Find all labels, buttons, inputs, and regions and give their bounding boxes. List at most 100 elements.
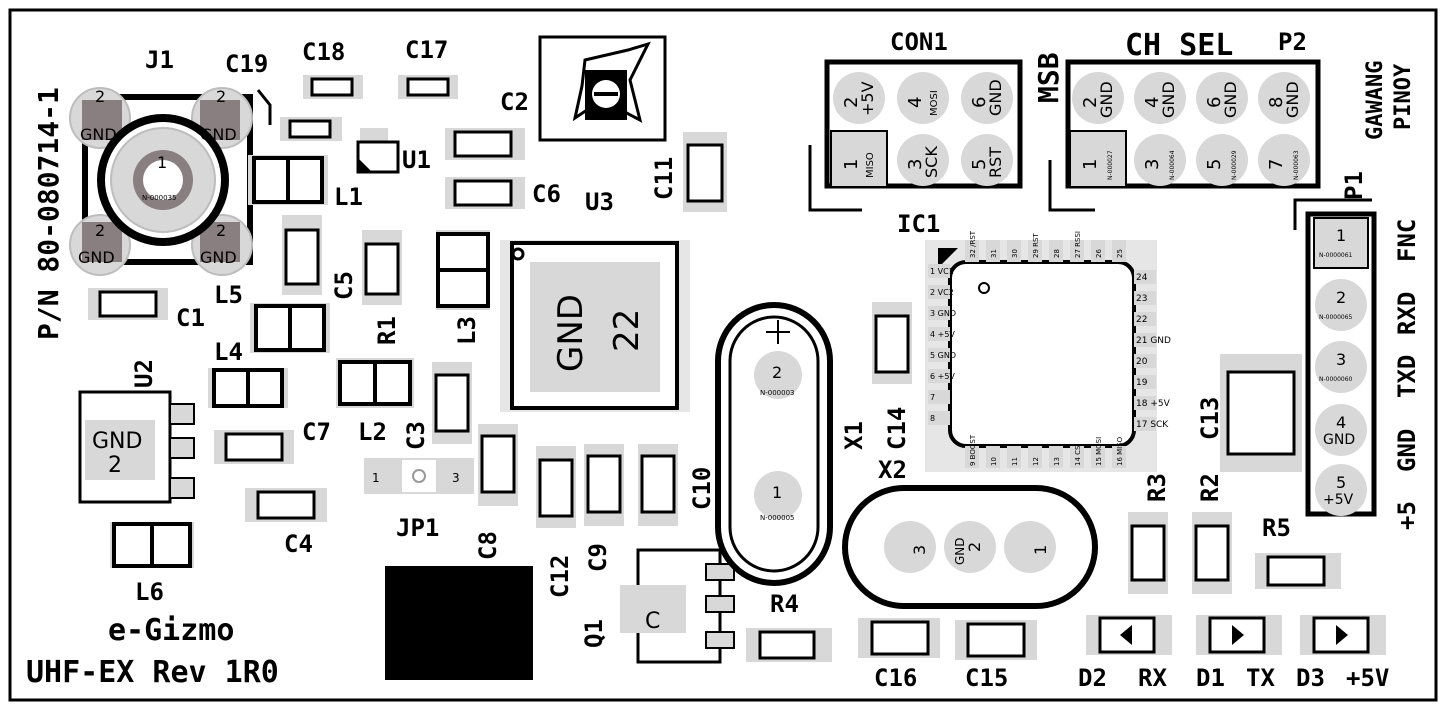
p2-pin-name: GND <box>1097 81 1116 118</box>
con1-pad <box>961 72 1013 124</box>
ic1-pin-label: 20 <box>1136 357 1148 367</box>
credit-2: PINOY <box>1391 63 1416 130</box>
refdes-c19: C19 <box>225 50 268 78</box>
ic1-pin-label: 3 GND <box>930 309 956 318</box>
ic1-pad <box>1070 446 1084 468</box>
x1-net1: N-000005 <box>760 514 794 522</box>
ic1-pin-label: 28 <box>1053 249 1061 258</box>
ic1-pad <box>928 390 950 404</box>
p1-pad <box>1315 279 1367 331</box>
p2-pin-num: 6 <box>1204 97 1225 108</box>
refdes-c18: C18 <box>302 38 345 66</box>
ic1-pin-label: 13 <box>1053 457 1061 466</box>
refdes-u3: U3 <box>585 188 614 216</box>
refdes-c4: C4 <box>284 530 313 558</box>
ic1-pin-label: 16 MISO <box>1116 436 1124 466</box>
con1-pin-num: 6 <box>969 97 990 108</box>
con1-pin-num: 2 <box>841 97 862 108</box>
j1-pin1: 1 <box>157 153 167 172</box>
refdes-p1: P1 <box>1340 171 1368 200</box>
j1-connector: J1 1 N-000035 2 GND 2 GND 2 GND 2 GND <box>69 46 253 276</box>
con1-pad <box>897 134 949 186</box>
u2-gnd: GND <box>92 429 142 454</box>
shield-pad <box>385 566 533 680</box>
refdes-j1: J1 <box>145 46 174 74</box>
con1-pad <box>897 72 949 124</box>
p2-pin-name: N-000063 <box>1293 150 1300 180</box>
refdes-r5: R5 <box>1262 514 1291 542</box>
x1-pad2: 2 <box>772 363 782 382</box>
refdes-r2: R2 <box>1196 473 1224 502</box>
refdes-ch-sel: CH SEL <box>1125 28 1233 63</box>
j1-corner-num: 2 <box>216 87 226 106</box>
x2-net2: GND <box>953 537 967 565</box>
ic1-pad <box>1091 240 1105 262</box>
refdes-c1: C1 <box>176 304 205 332</box>
p1-pin-num: 4 <box>1336 413 1346 432</box>
maker-label: e-Gizmo <box>108 613 234 648</box>
ic1-pad <box>1112 240 1126 262</box>
p2-pad <box>1134 72 1186 124</box>
ic1-pad <box>986 240 1000 262</box>
p2-pad <box>1258 134 1310 186</box>
ic1-pad <box>928 285 950 299</box>
refdes-c5: C5 <box>330 271 358 300</box>
ic1-pad <box>1134 417 1156 431</box>
p2-pin-num: 3 <box>1142 159 1163 170</box>
ic1-pad <box>1049 446 1063 468</box>
refdes-c7: C7 <box>302 418 331 446</box>
ic1-pin-label: 26 <box>1095 249 1103 258</box>
p2-pin-num: 8 <box>1266 97 1287 108</box>
ic1-pad <box>1134 333 1156 347</box>
p2-pad <box>1072 72 1124 124</box>
ic1-pin-label: 2 VC2 <box>930 288 954 297</box>
ic1-pin-label: 31 <box>990 249 998 258</box>
led-label-rx: RX <box>1138 664 1167 692</box>
ic1-chip <box>925 240 1157 472</box>
refdes-c17: C17 <box>405 36 448 64</box>
egizmo-logo <box>572 41 651 123</box>
refdes-jp1: JP1 <box>396 514 439 542</box>
part-number: P/N 80-080714-1 <box>32 87 65 340</box>
p2-pad <box>1134 134 1186 186</box>
x2-pad2: 2 <box>965 542 984 552</box>
ic1-pin-label: 1 VC1 <box>930 267 954 276</box>
ic1-pin-label: 4 +5V <box>930 330 955 339</box>
ic1-pin-label: 11 <box>1011 457 1019 466</box>
x2-resonator: 3 GND 2 1 <box>842 485 1098 609</box>
con1-pin-num: 1 <box>841 159 862 170</box>
refdes-c10: C10 <box>688 467 716 510</box>
ic1-pad <box>928 411 950 425</box>
ic1-pin-label: 21 GND <box>1136 336 1171 346</box>
p2-pin-num: 5 <box>1204 159 1225 170</box>
j1-corner-gnd: GND <box>80 125 117 144</box>
ic1-pin-label: 18 +5V <box>1136 399 1171 409</box>
ic1-pin-label: 12 <box>1032 457 1040 466</box>
p1-pin-num: 2 <box>1336 288 1346 307</box>
p2-pin-num: 4 <box>1142 97 1163 108</box>
p2-pin-num: 1 <box>1080 159 1101 170</box>
p2-pin-name: N-000029 <box>1231 150 1238 180</box>
jp1-pad1: 1 <box>372 471 380 485</box>
refdes-l1: L1 <box>334 183 363 211</box>
led-label-pwr: +5V <box>1346 664 1389 692</box>
con1-pin-name: RST <box>986 147 1005 178</box>
ic1-pad <box>1049 240 1063 262</box>
refdes-r1: R1 <box>373 316 401 345</box>
side-label-5v: +5 <box>1393 501 1421 530</box>
ic1-pin-label: 10 <box>990 457 998 466</box>
ic1-pad <box>1112 446 1126 468</box>
ic1-pad <box>1007 446 1021 468</box>
side-label-gnd: GND <box>1393 429 1421 472</box>
p2-pad <box>1196 134 1248 186</box>
x1-pad1: 1 <box>772 483 782 502</box>
j1-corner-num: 2 <box>216 221 226 240</box>
x2-pad1: 1 <box>1031 545 1050 555</box>
refdes-q1: Q1 <box>580 619 608 648</box>
refdes-x2: X2 <box>878 456 907 484</box>
ic1-pad <box>1028 446 1042 468</box>
p2-pad <box>1196 72 1248 124</box>
refdes-con1: CON1 <box>890 28 948 56</box>
